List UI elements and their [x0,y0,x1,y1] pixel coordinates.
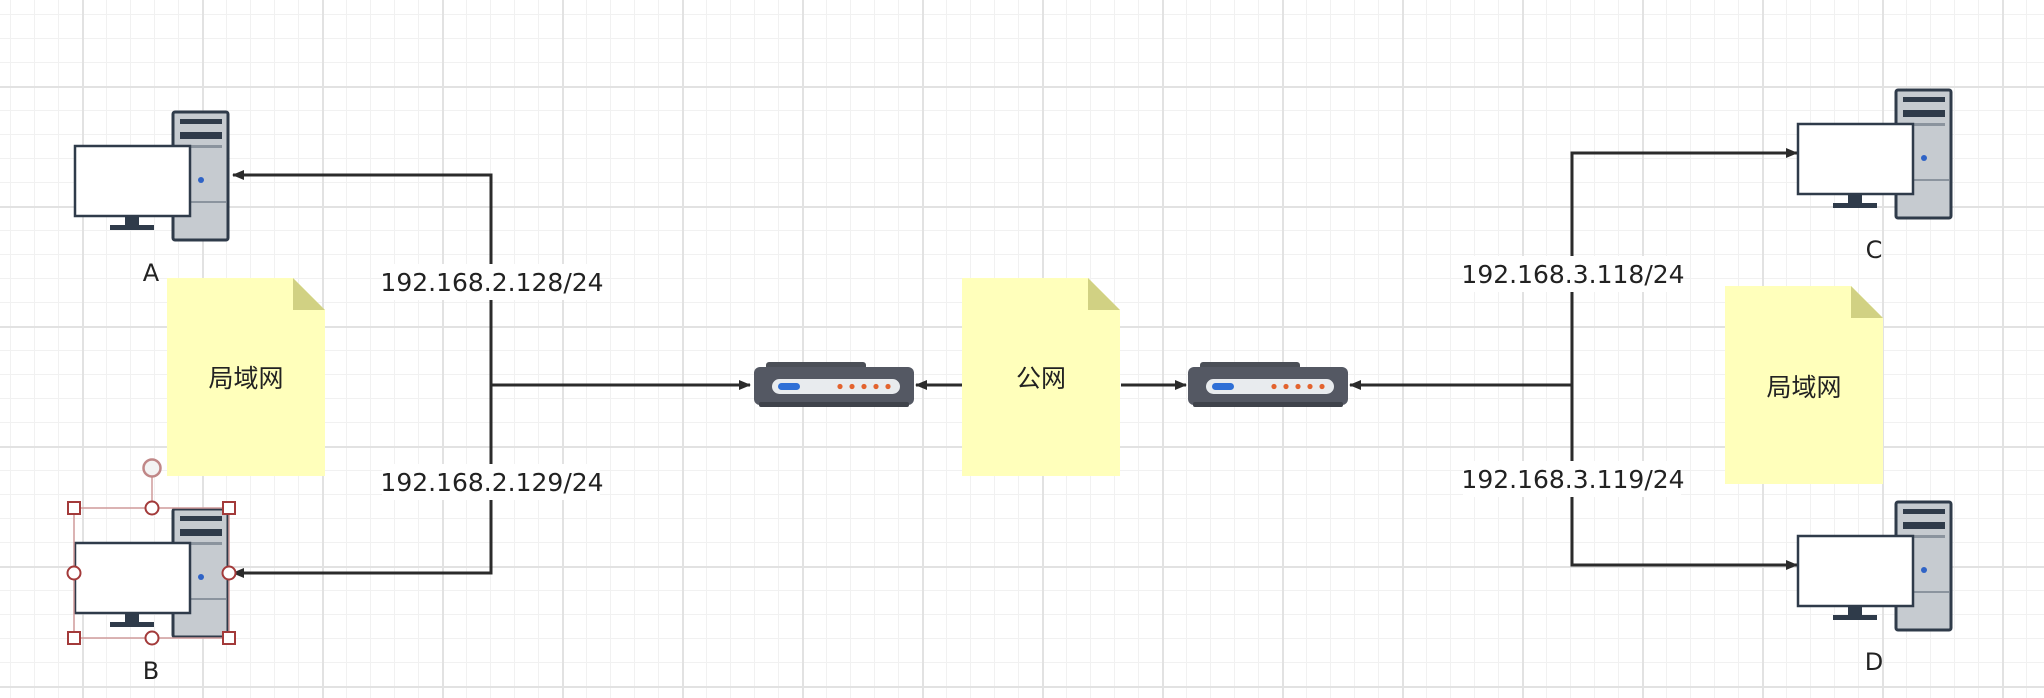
rotate-handle[interactable] [142,458,162,478]
link-to-pc-b[interactable] [232,385,493,578]
link-to-pc-d[interactable] [1570,385,1798,570]
resize-handle-bl[interactable] [67,631,81,645]
ip-labels: 192.168.2.128/24 192.168.2.129/24 192.16… [380,256,1685,500]
resize-handle-tr[interactable] [222,501,236,515]
router-right-icon[interactable] [1188,362,1348,407]
desktop-computer-icon [1796,88,1953,220]
pc-b-label: B [143,657,159,685]
pc-d[interactable]: D [1796,500,1953,676]
resize-handle-br[interactable] [222,631,236,645]
note-lan-left-text: 局域网 [208,364,283,393]
resize-handle-bottom[interactable] [144,630,160,646]
resize-handle-top[interactable] [144,500,160,516]
note-lan-right-text: 局域网 [1766,373,1841,402]
resize-handle-right[interactable] [221,565,237,581]
note-lan-right[interactable]: 局域网 [1725,286,1883,484]
note-wan[interactable]: 公网 [962,278,1120,476]
desktop-computer-icon [73,110,230,242]
ip-label-b: 192.168.2.129/24 [380,468,603,497]
pc-a-label: A [143,259,160,287]
connections [232,148,1798,578]
note-lan-left[interactable]: 局域网 [167,278,325,476]
desktop-computer-icon [73,507,230,639]
router-left-icon[interactable] [754,362,914,407]
resize-handle-tl[interactable] [67,501,81,515]
ip-label-a: 192.168.2.128/24 [380,268,603,297]
ip-label-d: 192.168.3.119/24 [1461,465,1684,494]
ip-label-c: 192.168.3.118/24 [1461,260,1684,289]
link-to-pc-a[interactable] [232,170,493,385]
resize-handle-left[interactable] [66,565,82,581]
selection-box[interactable] [66,458,237,646]
pc-d-label: D [1865,648,1883,676]
pc-c-label: C [1866,236,1883,264]
pc-b[interactable]: B [66,458,237,686]
note-wan-text: 公网 [1016,364,1066,393]
desktop-computer-icon [1796,500,1953,632]
pc-c[interactable]: C [1796,88,1953,264]
pc-a[interactable]: A [73,110,230,287]
link-to-pc-c[interactable] [1570,148,1798,385]
